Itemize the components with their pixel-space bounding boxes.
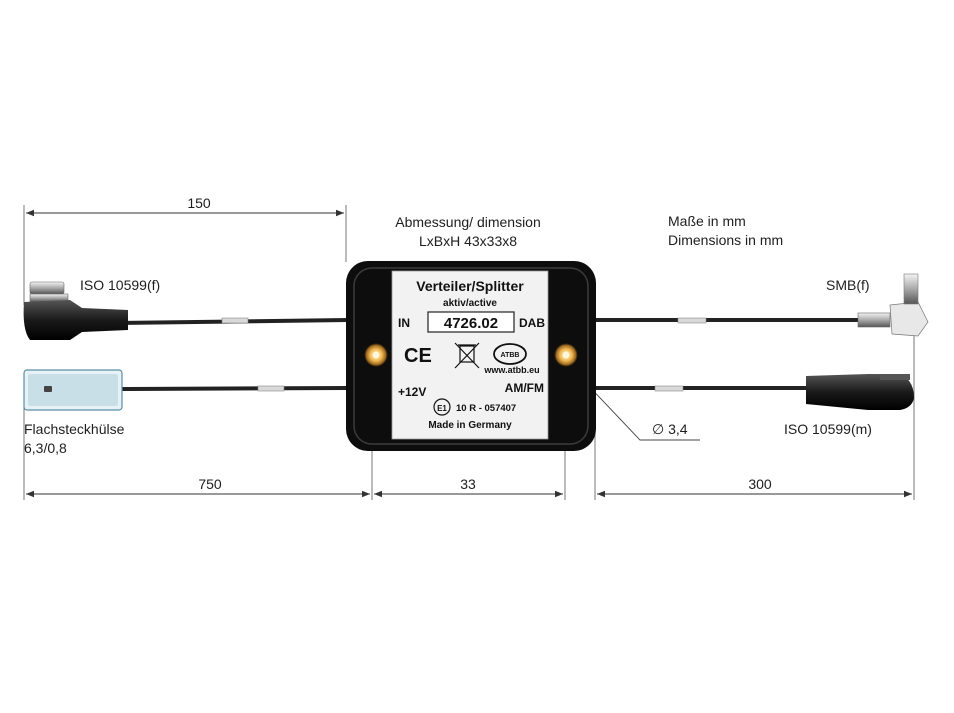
iso-male-label: ISO 10599(m) [784, 421, 872, 437]
mounting-hole-right [554, 343, 578, 367]
e-mark-icon: E1 [433, 398, 451, 416]
svg-text:ATBB: ATBB [501, 352, 520, 359]
ce-mark-icon: CE [404, 345, 432, 367]
power-label: +12V [398, 385, 426, 399]
dimension-150: 150 [187, 195, 211, 211]
iso-male-connector [806, 374, 914, 410]
port-dab-label: DAB [519, 316, 545, 330]
cables [119, 317, 862, 392]
flat-connector-label-line1: Flachsteckhülse [24, 421, 125, 437]
flat-connector-label-line2: 6,3/0,8 [24, 440, 67, 456]
svg-text:E1: E1 [437, 404, 447, 413]
smb-label: SMB(f) [826, 277, 870, 293]
hole-diameter-label: ∅ 3,4 [652, 421, 688, 437]
part-number: 4726.02 [444, 315, 498, 332]
weee-bin-icon [454, 342, 480, 369]
dimension-note-line1: Abmessung/ dimension [395, 214, 541, 230]
mounting-hole-left [364, 343, 388, 367]
dimension-33: 33 [460, 476, 476, 492]
port-amfm-label: AM/FM [505, 381, 544, 395]
label-url: www.atbb.eu [483, 365, 539, 375]
iso-female-label: ISO 10599(f) [80, 277, 160, 293]
dimension-lines [23, 205, 915, 500]
splitter-label-plate [391, 270, 549, 440]
smb-connector [857, 273, 929, 337]
dimension-750: 750 [198, 476, 222, 492]
splitter-housing [346, 261, 596, 451]
units-note-line2: Dimensions in mm [668, 232, 783, 248]
port-in-label: IN [398, 316, 410, 330]
units-note-line1: Maße in mm [668, 213, 746, 229]
dimension-note-line2: LxBxH 43x33x8 [419, 233, 517, 249]
label-title: Verteiler/Splitter [416, 278, 524, 294]
origin-label: Made in Germany [428, 420, 512, 431]
part-number-box [427, 311, 515, 333]
flat-connector [23, 369, 123, 411]
label-subtitle: aktiv/active [443, 298, 497, 309]
approval-number: 10 R - 057407 [456, 403, 516, 414]
atbb-logo-icon: ATBB [493, 343, 527, 365]
iso-female-connector [23, 281, 129, 340]
dimension-300: 300 [748, 476, 772, 492]
